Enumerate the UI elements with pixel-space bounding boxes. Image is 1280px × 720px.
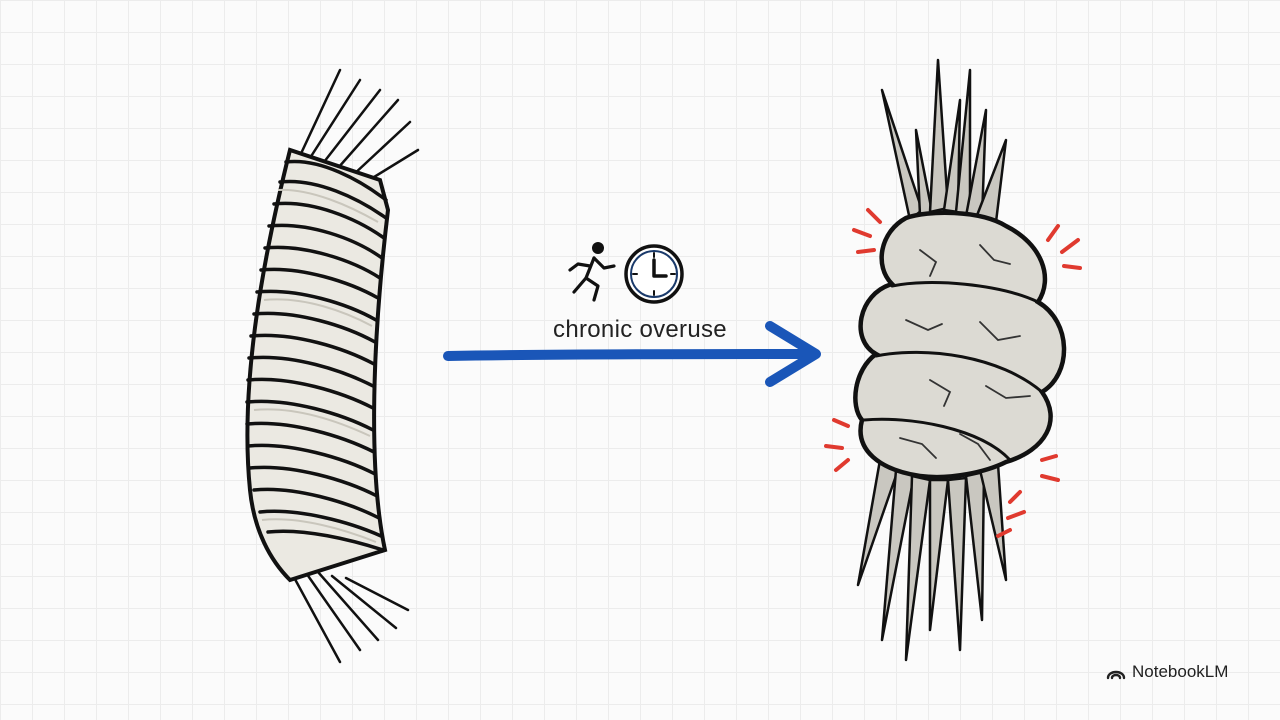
healthy-tendon-wraps bbox=[245, 159, 388, 552]
progression-arrow bbox=[443, 321, 821, 387]
clock-icon bbox=[624, 244, 684, 304]
running-person-icon bbox=[568, 242, 616, 302]
brand-name: NotebookLM bbox=[1132, 662, 1229, 681]
notebooklm-watermark: NotebookLM bbox=[1106, 660, 1228, 684]
damaged-tendon-cracks bbox=[899, 244, 1031, 461]
healthy-tendon-illustration bbox=[245, 68, 420, 664]
damaged-tendon-swelling bbox=[853, 210, 1067, 480]
damaged-tendon-illustration bbox=[824, 58, 1082, 662]
healthy-tendon-shading bbox=[253, 188, 379, 543]
irritation-marks bbox=[824, 208, 1082, 538]
damaged-tendon-bottom-fibers bbox=[856, 458, 1008, 662]
transition-icons bbox=[568, 242, 684, 304]
transition-group: chronic overuse bbox=[430, 230, 850, 410]
damaged-tendon-top-fibers bbox=[880, 58, 1008, 224]
notebooklm-logo-icon bbox=[1106, 670, 1126, 680]
healthy-tendon-bottom-fibers bbox=[288, 568, 410, 664]
transition-caption: chronic overuse bbox=[553, 316, 727, 343]
damaged-tendon-bulge-lines bbox=[862, 281, 1044, 462]
